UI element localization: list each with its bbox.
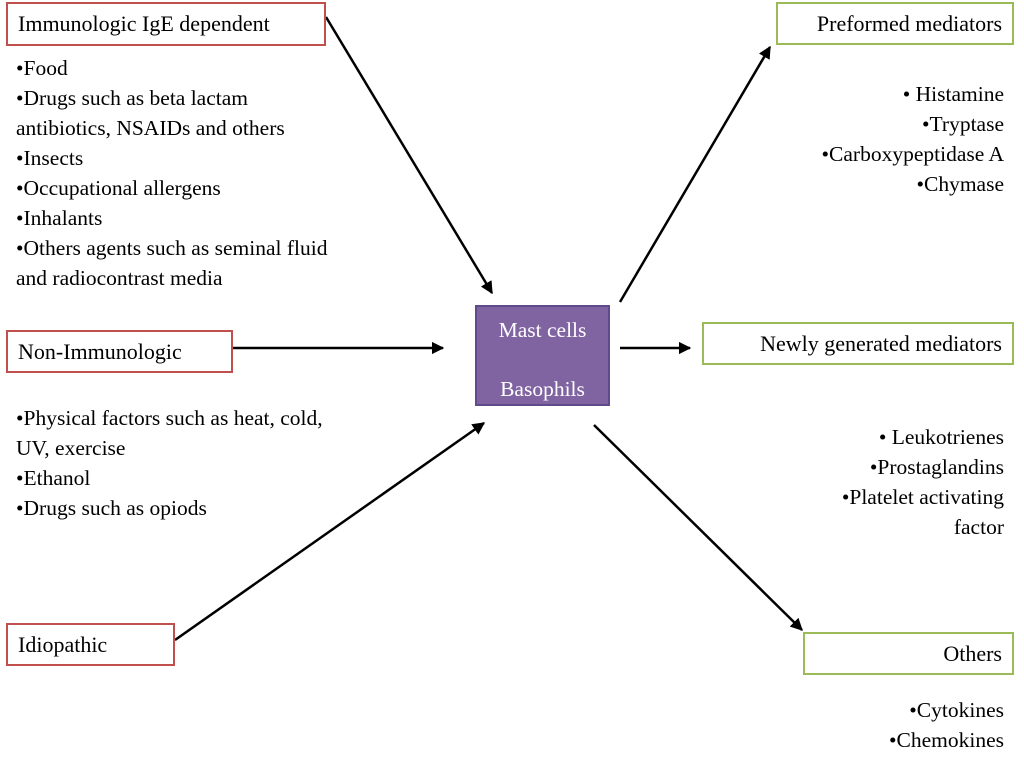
list-item: • Histamine [902,82,1004,106]
list-item: •Physical factors such as heat, cold, [16,406,323,430]
list-item: •Food [16,56,68,80]
effect-list-others: •Cytokines •Chemokines [889,695,1004,755]
center-line-basophils: Basophils [500,377,585,401]
list-item: •Occupational allergens [16,176,221,200]
cause-box-ige: Immunologic IgE dependent [6,2,326,46]
list-item: factor [953,515,1004,539]
list-item: •Cytokines [909,698,1004,722]
list-item: •Others agents such as seminal fluid [16,236,328,260]
effect-box-others: Others [803,632,1014,675]
effect-list-newly-generated: • Leukotrienes •Prostaglandins •Platelet… [842,422,1004,542]
cause-label-ige: Immunologic IgE dependent [18,11,270,36]
list-item: •Drugs such as beta lactam [16,86,249,110]
effect-list-preformed: • Histamine •Tryptase •Carboxypeptidase … [822,79,1004,199]
cause-list-non-immunologic: •Physical factors such as heat, cold, UV… [16,403,323,523]
list-item: •Tryptase [922,112,1004,136]
list-item: •Inhalants [16,206,103,230]
list-item: antibiotics, NSAIDs and others [16,116,285,140]
list-item: and radiocontrast media [16,266,223,290]
list-item: UV, exercise [16,436,126,460]
list-item: •Chymase [916,172,1004,196]
list-item: •Insects [16,146,84,170]
cause-list-ige: •Food •Drugs such as beta lactam antibio… [16,53,327,293]
effect-label-newly-generated: Newly generated mediators [760,330,1002,356]
cause-label-non-immunologic: Non-Immunologic [18,338,182,364]
cause-box-idiopathic: Idiopathic [6,623,175,666]
effect-box-newly-generated: Newly generated mediators [702,322,1014,365]
list-item: •Carboxypeptidase A [821,142,1004,166]
effect-label-others: Others [943,640,1002,666]
list-item: •Drugs such as opiods [16,496,207,520]
mast-cells-basophils-box: Mast cells Basophils [475,305,610,406]
list-item: • Leukotrienes [878,425,1004,449]
arrow-ige-to-cells [324,16,494,295]
list-item: •Chemokines [888,728,1004,752]
arrow-cells-to-others [593,424,803,631]
list-item: •Prostaglandins [869,455,1004,479]
cause-box-non-immunologic: Non-Immunologic [6,330,233,373]
effect-box-preformed: Preformed mediators [776,2,1014,45]
center-line-mast-cells: Mast cells [498,318,587,342]
effect-label-preformed: Preformed mediators [816,10,1002,36]
arrow-cells-to-preformed [618,45,772,303]
cause-label-idiopathic: Idiopathic [18,631,108,657]
arrow-idiopathic-to-cells [174,421,486,642]
list-item: •Ethanol [16,466,91,490]
list-item: •Platelet activating [841,485,1004,509]
